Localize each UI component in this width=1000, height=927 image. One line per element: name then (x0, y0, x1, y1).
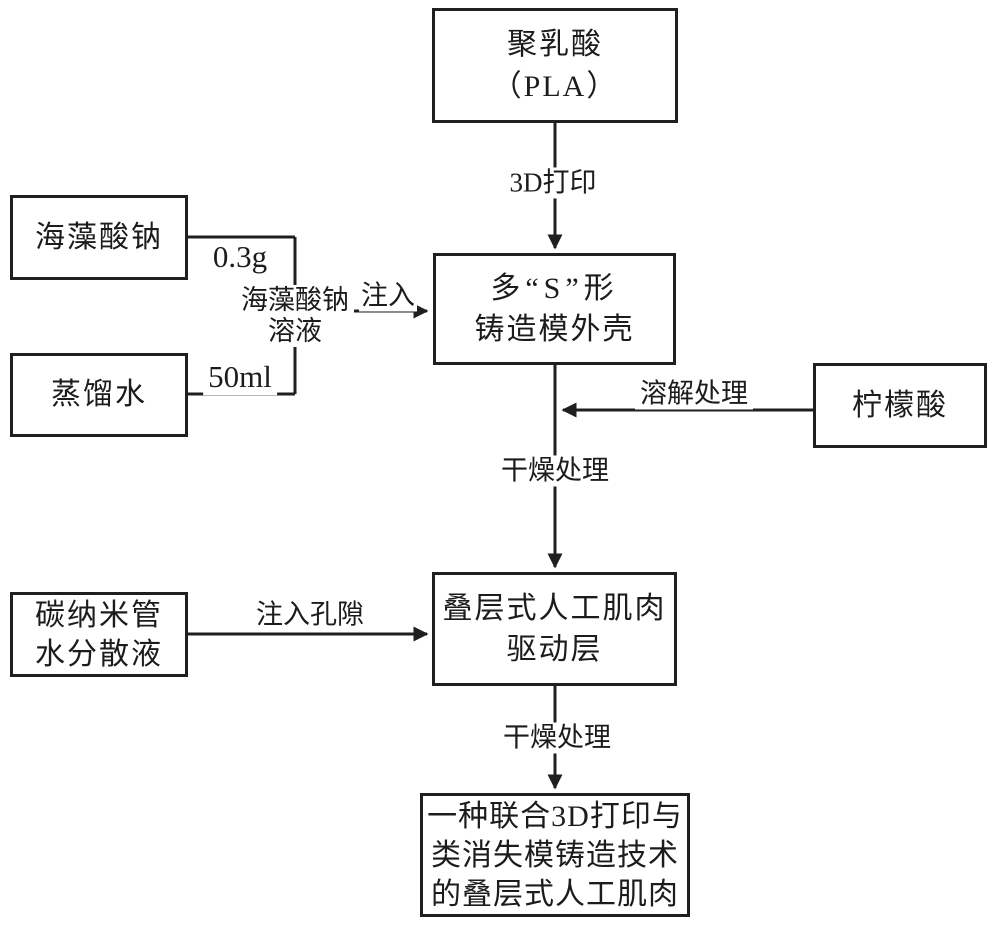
label-alginate-solution: 海藻酸钠 溶液 (236, 284, 354, 348)
label-dry-treatment-2: 干燥处理 (498, 722, 616, 754)
node-cnt-dispersion-line1: 碳纳米管 (35, 598, 163, 632)
node-distilled-water: 蒸馏水 (10, 353, 188, 437)
label-inject: 注入 (359, 280, 417, 312)
node-final-product: 一种联合3D打印与 类消失模铸造技术 的叠层式人工肌肉 (420, 793, 690, 917)
label-alginate-solution-line2: 溶液 (268, 316, 322, 346)
node-final-product-line1: 一种联合3D打印与 (427, 799, 683, 833)
label-alginate-amount: 0.3g (207, 239, 273, 275)
node-sodium-alginate-line1: 海藻酸钠 (35, 220, 163, 254)
node-s-mold-line2: 铸造模外壳 (474, 313, 635, 346)
node-cnt-dispersion-line2: 水分散液 (35, 637, 163, 671)
node-pla-line2: （PLA） (491, 69, 619, 103)
label-alginate-solution-line1: 海藻酸钠 (241, 284, 349, 315)
node-pla-line1: 聚乳酸 (507, 28, 603, 62)
node-actuator-layer-line1: 叠层式人工肌肉 (442, 591, 667, 625)
node-sodium-alginate: 海藻酸钠 (10, 195, 188, 280)
label-dissolve-treatment: 溶解处理 (635, 378, 753, 410)
node-actuator-layer: 叠层式人工肌肉 驱动层 (432, 572, 677, 686)
node-s-mold-line1: 多“S”形 (490, 271, 619, 305)
label-inject-pores: 注入孔隙 (251, 599, 369, 631)
node-final-product-line3: 的叠层式人工肌肉 (431, 877, 679, 911)
node-pla: 聚乳酸 （PLA） (432, 8, 678, 123)
node-cnt-dispersion: 碳纳米管 水分散液 (10, 592, 188, 677)
label-3d-print: 3D打印 (504, 167, 602, 199)
node-distilled-water-line1: 蒸馏水 (51, 378, 147, 412)
node-actuator-layer-line2: 驱动层 (506, 633, 603, 666)
node-s-mold: 多“S”形 铸造模外壳 (433, 253, 676, 365)
node-citric-acid-line1: 柠檬酸 (852, 388, 948, 422)
node-citric-acid: 柠檬酸 (813, 363, 987, 448)
label-dry-treatment-1: 干燥处理 (496, 455, 614, 487)
label-water-amount: 50ml (203, 359, 277, 395)
node-final-product-line2: 类消失模铸造技术 (431, 838, 679, 872)
